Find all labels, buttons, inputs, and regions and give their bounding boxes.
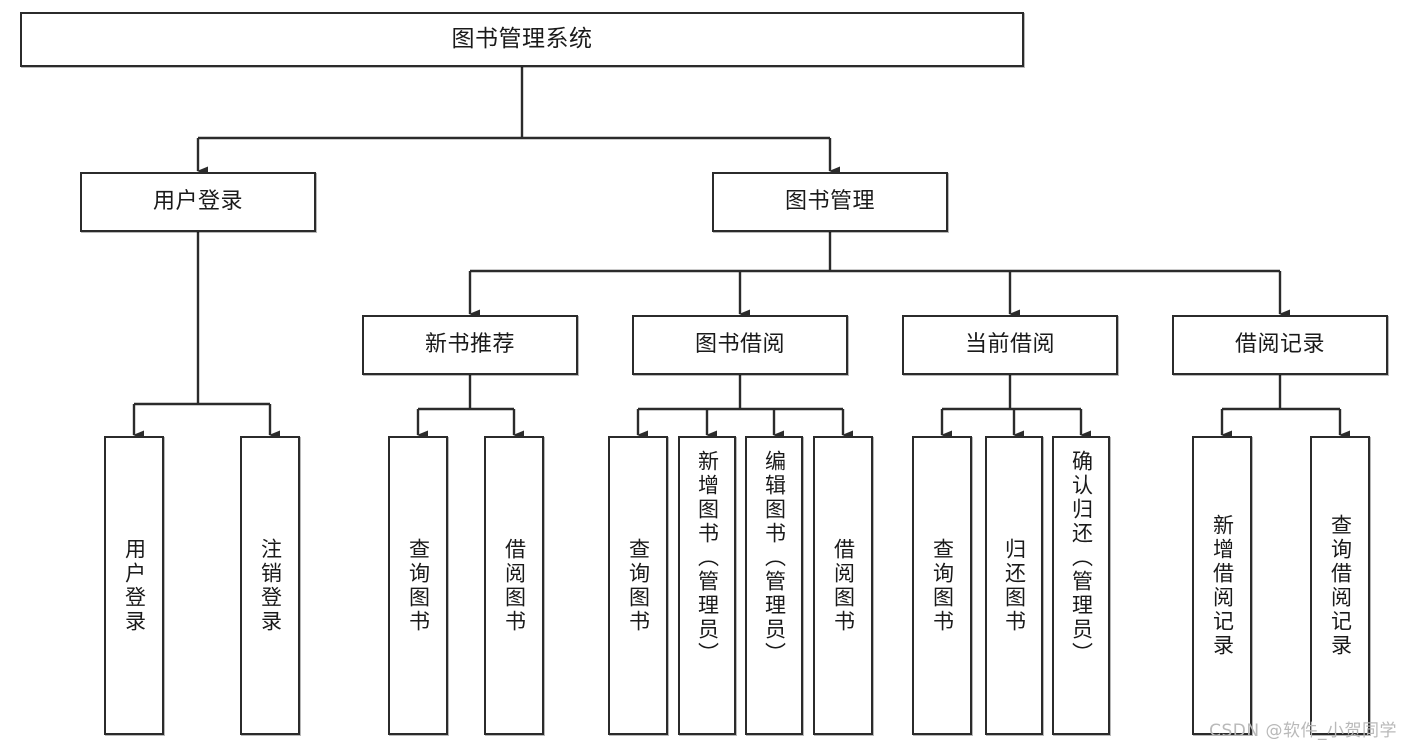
leaf-confirm-return-label: 确认归还（管理员） [1069, 450, 1094, 666]
node-current-borrow[interactable]: 当前借阅 [902, 315, 1118, 375]
node-borrow-record-label: 借阅记录 [1234, 332, 1325, 358]
node-borrow-record[interactable]: 借阅记录 [1172, 315, 1388, 375]
leaf-logout[interactable]: 注销登录 [240, 436, 300, 735]
leaf-query-book-2[interactable]: 查询图书 [608, 436, 668, 735]
node-book-borrow-label: 图书借阅 [694, 332, 785, 358]
node-new-book-recommend[interactable]: 新书推荐 [362, 315, 578, 375]
leaf-add-borrow-record[interactable]: 新增借阅记录 [1192, 436, 1252, 735]
leaf-borrow-book-1-label: 借阅图书 [502, 537, 527, 634]
leaf-edit-book[interactable]: 编辑图书（管理员） [745, 436, 803, 735]
leaf-return-book-label: 归还图书 [1002, 537, 1027, 634]
node-current-borrow-label: 当前借阅 [964, 332, 1055, 358]
node-root-label: 图书管理系统 [451, 26, 593, 53]
leaf-query-book-2-label: 查询图书 [626, 537, 651, 634]
leaf-return-book[interactable]: 归还图书 [985, 436, 1043, 735]
leaf-borrow-book-2[interactable]: 借阅图书 [813, 436, 873, 735]
node-user-login[interactable]: 用户登录 [80, 172, 316, 232]
leaf-confirm-return[interactable]: 确认归还（管理员） [1052, 436, 1110, 735]
csdn-watermark: CSDN @软件_小贺同学 [1209, 721, 1397, 741]
leaf-add-borrow-record-label: 新增借阅记录 [1210, 513, 1235, 658]
node-book-manage[interactable]: 图书管理 [712, 172, 948, 232]
leaf-query-book-1[interactable]: 查询图书 [388, 436, 448, 735]
node-new-book-recommend-label: 新书推荐 [424, 332, 515, 358]
leaf-add-book[interactable]: 新增图书（管理员） [678, 436, 736, 735]
leaf-query-book-3[interactable]: 查询图书 [912, 436, 972, 735]
leaf-query-borrow-record-label: 查询借阅记录 [1328, 513, 1353, 658]
leaf-logout-label: 注销登录 [258, 537, 283, 634]
node-root[interactable]: 图书管理系统 [20, 12, 1024, 67]
node-user-login-label: 用户登录 [152, 189, 243, 215]
leaf-query-borrow-record[interactable]: 查询借阅记录 [1310, 436, 1370, 735]
node-book-manage-label: 图书管理 [784, 189, 875, 215]
leaf-edit-book-label: 编辑图书（管理员） [762, 450, 787, 666]
leaf-borrow-book-1[interactable]: 借阅图书 [484, 436, 544, 735]
leaf-add-book-label: 新增图书（管理员） [695, 450, 720, 666]
leaf-user-login[interactable]: 用户登录 [104, 436, 164, 735]
leaf-query-book-3-label: 查询图书 [930, 537, 955, 634]
leaf-user-login-label: 用户登录 [122, 537, 147, 634]
node-book-borrow[interactable]: 图书借阅 [632, 315, 848, 375]
leaf-borrow-book-2-label: 借阅图书 [831, 537, 856, 634]
leaf-query-book-1-label: 查询图书 [406, 537, 431, 634]
